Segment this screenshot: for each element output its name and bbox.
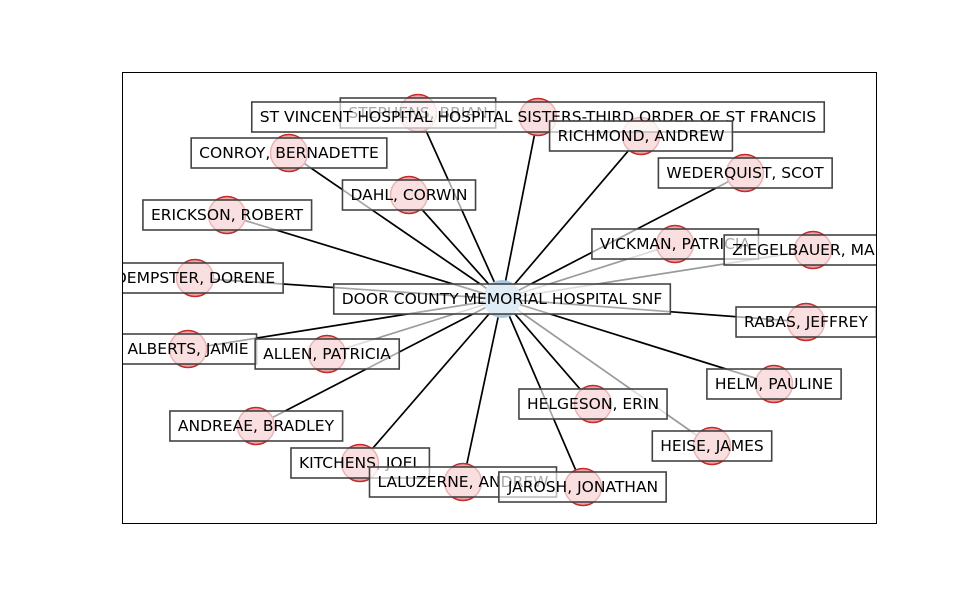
label-text-andreae: ANDREAE, BRADLEY bbox=[178, 417, 335, 435]
label-conroy: CONROY, BERNADETTE bbox=[190, 137, 388, 169]
label-box-rabas bbox=[735, 306, 876, 338]
label-box-helgeson bbox=[518, 388, 668, 420]
label-alberts: ALBERTS, JAMIE bbox=[123, 333, 258, 365]
label-box-ziegelbauer bbox=[723, 234, 876, 266]
label-helm: HELM, PAULINE bbox=[706, 368, 842, 400]
label-text-dempster: DEMPSTER, DORENE bbox=[123, 269, 275, 287]
label-box-heise bbox=[651, 430, 773, 462]
label-hub: DOOR COUNTY MEMORIAL HOSPITAL SNF bbox=[332, 283, 672, 315]
label-heise: HEISE, JAMES bbox=[651, 430, 773, 462]
label-box-dempster bbox=[123, 262, 284, 294]
label-box-conroy bbox=[190, 137, 388, 169]
label-text-allen: ALLEN, PATRICIA bbox=[263, 345, 391, 363]
label-text-richmond: RICHMOND, ANDREW bbox=[558, 127, 725, 145]
edge-helgeson bbox=[501, 298, 594, 405]
edge-kitchens bbox=[359, 298, 503, 464]
edge-laluzerne bbox=[462, 298, 503, 483]
label-text-erickson: ERICKSON, ROBERT bbox=[151, 206, 304, 224]
label-jarosh: JAROSH, JONATHAN bbox=[498, 471, 667, 503]
label-rabas: RABAS, JEFFREY bbox=[735, 306, 876, 338]
label-text-dahl: DAHL, CORWIN bbox=[350, 186, 467, 204]
label-box-jarosh bbox=[498, 471, 667, 503]
label-text-alberts: ALBERTS, JAMIE bbox=[127, 340, 248, 358]
label-dahl: DAHL, CORWIN bbox=[341, 179, 477, 211]
label-layer: DOOR COUNTY MEMORIAL HOSPITAL SNFSTEPHEN… bbox=[123, 97, 877, 503]
label-box-helm bbox=[706, 368, 842, 400]
label-box-erickson bbox=[142, 199, 313, 231]
edge-dahl bbox=[408, 194, 503, 300]
label-box-andreae bbox=[169, 410, 344, 442]
label-text-jarosh: JAROSH, JONATHAN bbox=[507, 478, 658, 496]
label-text-rabas: RABAS, JEFFREY bbox=[744, 313, 868, 331]
label-text-ziegelbauer: ZIEGELBAUER, MARY bbox=[732, 241, 877, 259]
label-ziegelbauer: ZIEGELBAUER, MARY bbox=[723, 234, 877, 266]
label-text-hub: DOOR COUNTY MEMORIAL HOSPITAL SNF bbox=[342, 290, 663, 308]
edge-conroy bbox=[288, 152, 503, 300]
network-graph: DOOR COUNTY MEMORIAL HOSPITAL SNFSTEPHEN… bbox=[123, 93, 877, 507]
label-text-conroy: CONROY, BERNADETTE bbox=[199, 144, 379, 162]
label-st-vincent: ST VINCENT HOSPITAL HOSPITAL SISTERS-THI… bbox=[250, 101, 826, 133]
label-erickson: ERICKSON, ROBERT bbox=[142, 199, 313, 231]
label-text-wederquist: WEDERQUIST, SCOT bbox=[666, 164, 824, 182]
edge-richmond bbox=[501, 135, 642, 300]
label-allen: ALLEN, PATRICIA bbox=[254, 338, 401, 370]
label-dempster: DEMPSTER, DORENE bbox=[123, 262, 284, 294]
label-text-vickman: VICKMAN, PATRICIA bbox=[600, 235, 751, 253]
edge-heise bbox=[501, 298, 713, 447]
network-plot-area: DOOR COUNTY MEMORIAL HOSPITAL SNFSTEPHEN… bbox=[122, 72, 877, 524]
label-text-helm: HELM, PAULINE bbox=[715, 375, 833, 393]
label-text-helgeson: HELGESON, ERIN bbox=[527, 395, 659, 413]
label-box-allen bbox=[254, 338, 401, 370]
label-helgeson: HELGESON, ERIN bbox=[518, 388, 668, 420]
label-box-hub bbox=[332, 283, 672, 315]
label-andreae: ANDREAE, BRADLEY bbox=[169, 410, 344, 442]
label-box-wederquist bbox=[657, 157, 833, 189]
label-wederquist: WEDERQUIST, SCOT bbox=[657, 157, 833, 189]
label-box-kitchens bbox=[290, 447, 431, 479]
label-richmond: RICHMOND, ANDREW bbox=[548, 120, 734, 152]
edge-st-vincent bbox=[501, 116, 539, 300]
label-text-heise: HEISE, JAMES bbox=[660, 437, 763, 455]
label-box-richmond bbox=[548, 120, 734, 152]
label-box-dahl bbox=[341, 179, 477, 211]
